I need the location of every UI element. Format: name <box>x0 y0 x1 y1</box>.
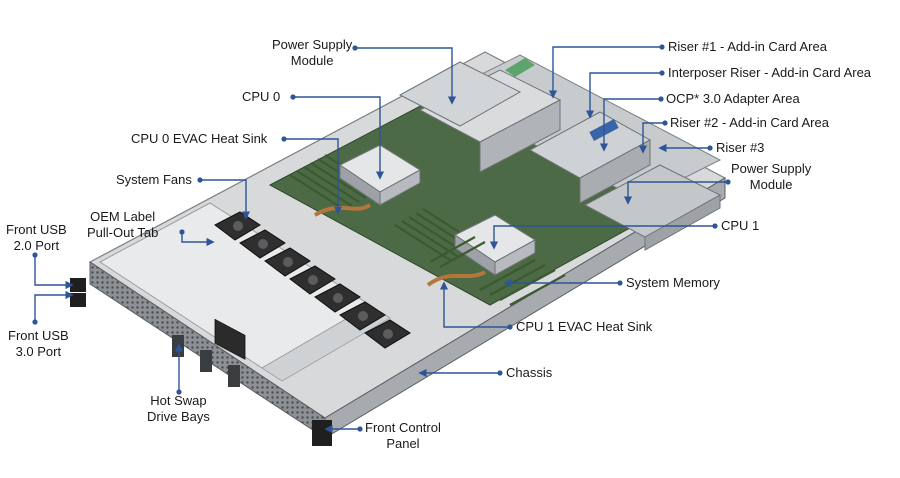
label-chassis: Chassis <box>506 365 553 380</box>
cpu1-heatsink <box>426 214 536 287</box>
callout-lines <box>34 46 728 434</box>
callout-dots <box>32 44 731 432</box>
label-cpu1: CPU 1 <box>721 218 760 233</box>
callout-cpu1-heatsink <box>439 281 510 328</box>
callout-riser2 <box>638 122 665 154</box>
label-cpu0: CPU 0 <box>242 89 281 104</box>
front-usb-ports <box>70 278 86 307</box>
label-power-supply-module-top: Power Supply Module <box>272 37 353 68</box>
callout-cpu0 <box>293 96 385 180</box>
label-riser1: Riser #1 - Add-in Card Area <box>668 39 827 54</box>
callout-cpu0-heatsink <box>284 138 343 215</box>
label-riser3: Riser #3 <box>716 140 765 155</box>
callout-cpu1 <box>489 225 715 250</box>
front-control-panel <box>312 420 332 446</box>
label-cpu1-heatsink: CPU 1 EVAC Heat Sink <box>516 319 653 334</box>
label-cpu0-heatsink: CPU 0 EVAC Heat Sink <box>131 131 268 146</box>
label-system-memory: System Memory <box>626 275 720 290</box>
power-supply-top <box>398 58 535 127</box>
callout-power-supply-right <box>623 181 728 205</box>
label-interposer-riser: Interposer Riser - Add-in Card Area <box>668 65 872 80</box>
callout-interposer <box>585 72 662 119</box>
callout-usb2 <box>34 255 74 290</box>
callout-ocp <box>599 98 661 152</box>
cpu1-memory <box>429 236 566 306</box>
callout-riser1 <box>548 46 662 99</box>
label-riser2: Riser #2 - Add-in Card Area <box>670 115 829 130</box>
callout-usb3 <box>34 290 74 322</box>
label-power-supply-module-right: Power Supply Module <box>731 161 812 192</box>
label-system-fans: System Fans <box>116 172 192 187</box>
label-front-control-panel: Front Control Panel <box>365 420 441 451</box>
label-front-usb2: Front USB 2.0 Port <box>6 222 67 253</box>
label-hot-swap-drive-bays: Hot Swap Drive Bays <box>147 393 210 424</box>
label-oem-label-tab: OEM Label Pull-Out Tab <box>87 209 159 240</box>
label-ocp-adapter-area: OCP* 3.0 Adapter Area <box>666 91 800 106</box>
callout-system-fans <box>200 179 251 220</box>
callout-oem-label <box>181 232 215 247</box>
callout-power-supply-top <box>355 47 457 105</box>
label-front-usb3: Front USB 3.0 Port <box>8 328 69 359</box>
system-fan-row <box>214 211 411 360</box>
